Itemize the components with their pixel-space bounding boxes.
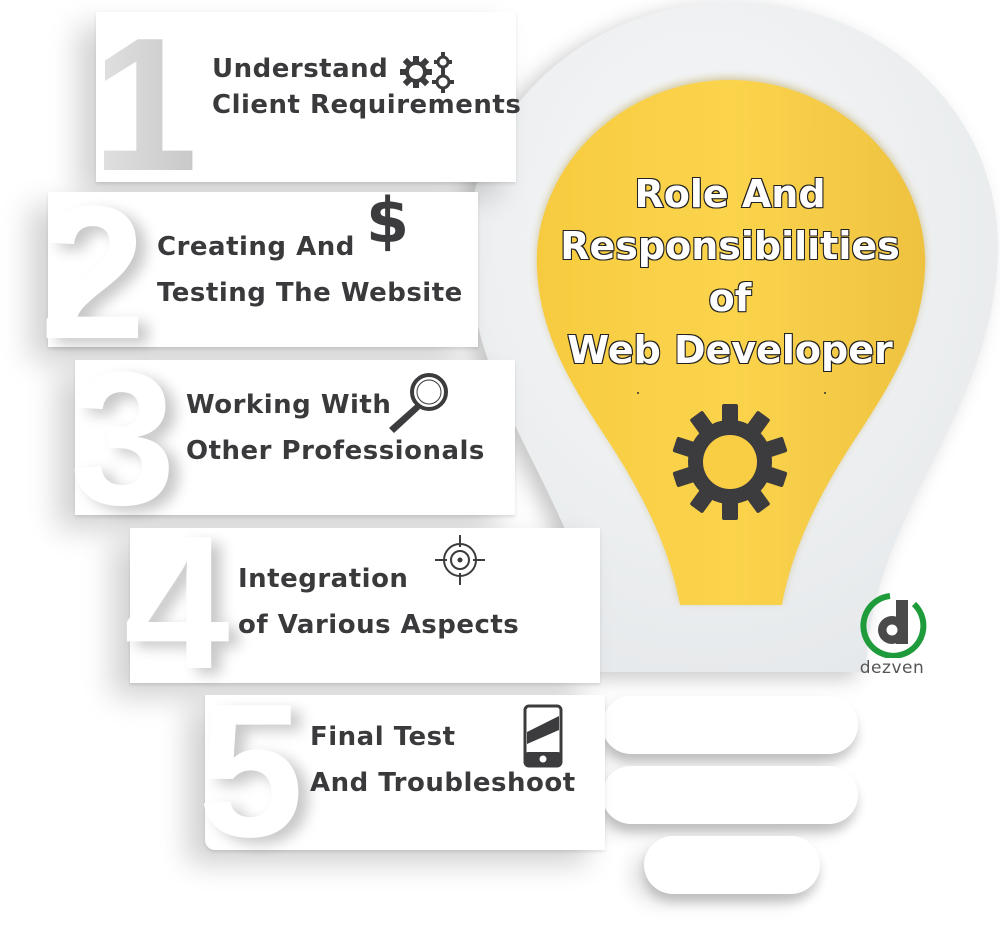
bulb-base-ring-1 [602,696,858,754]
step-1-number: 1 [92,0,198,211]
step-5-text: Final Test And Troubleshoot [310,714,576,806]
step-5-line1: Final Test [310,722,456,752]
step-2-strip [48,192,478,347]
step-2-line1: Creating And [157,232,355,262]
title-line-4: Web Developer [566,327,893,373]
gear-icon [672,404,788,520]
target-icon [435,535,485,585]
step-1-text: Understand Client Requirements [212,46,521,128]
title-line-3: of [708,275,753,321]
bulb-base-ring-2 [602,766,858,824]
step-1-line2: Client Requirements [212,90,522,120]
dollar-icon: $ [366,184,410,257]
title-line-2: Responsibilities [559,223,901,269]
dezven-logo: dezven [852,592,932,682]
step-5-number: 5 [198,665,304,877]
title-line-1: Role And [633,171,826,217]
step-1-line1: Understand [212,54,389,84]
step-3-text: Working With Other Professionals [186,382,485,474]
step-4-line2: of Various Aspects [238,610,520,640]
step-2-text: Creating And Testing The Website [157,224,463,316]
brand-name: dezven [859,658,925,678]
step-3-strip [75,360,515,515]
step-1-strip [96,12,516,182]
step-5-strip [205,695,605,850]
step-3-line2: Other Professionals [186,436,485,466]
step-5-line2: And Troubleshoot [310,768,576,798]
step-2-line2: Testing The Website [157,278,463,308]
step-3-line1: Working With [186,390,392,420]
bulb-base-ring-3 [644,836,820,894]
dezven-logo-icon [860,593,927,658]
step-4-strip [130,528,600,683]
step-4-line1: Integration [238,564,409,594]
step-2-number: 2 [40,167,146,379]
magnifier-icon [389,373,448,433]
mobile-phone-icon [523,704,563,768]
step-3-number: 3 [70,333,176,545]
step-4-text: Integration of Various Aspects [238,556,519,648]
step-4-number: 4 [124,497,230,709]
page-title: Role And Responsibilities of Web Develop… [540,168,920,376]
gears-icon [400,52,454,93]
